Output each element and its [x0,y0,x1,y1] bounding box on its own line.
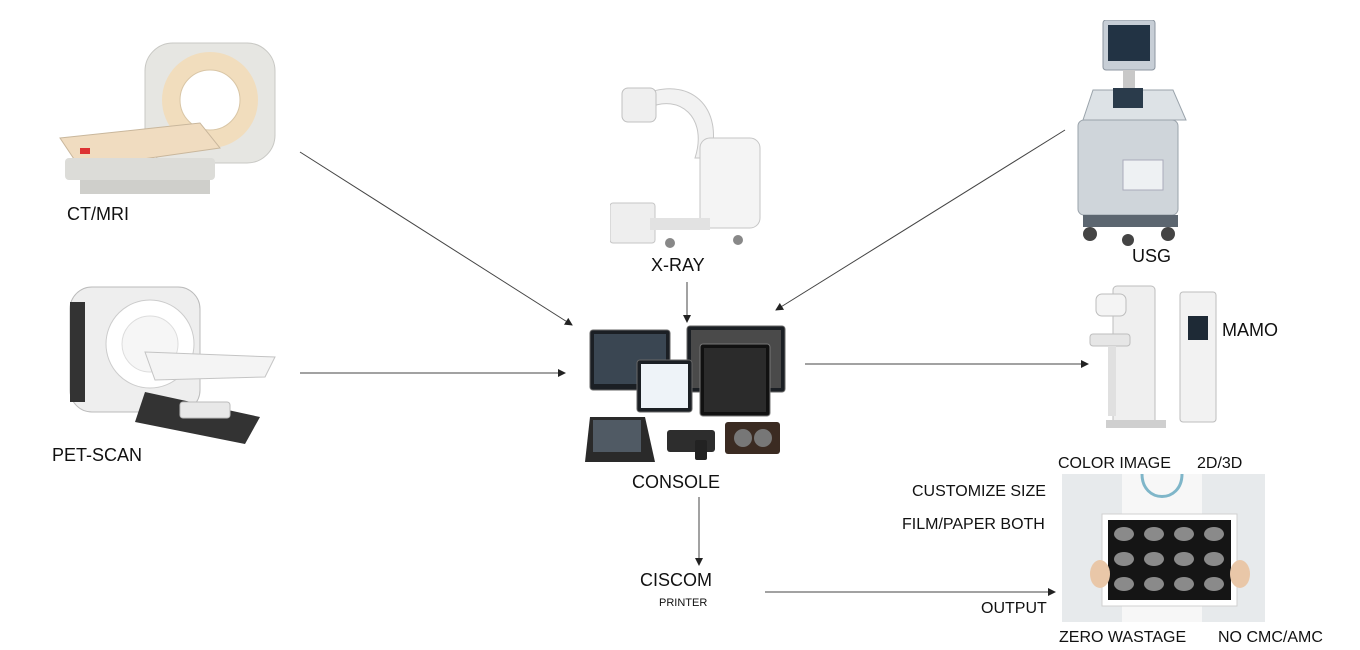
node-label-pet-scan: PET-SCAN [52,445,143,465]
feature-no-cmc-amc: NO CMC/AMC [1218,629,1323,646]
node-label-ct-mri: CT/MRI [67,204,129,224]
ultrasound-machine-icon [1077,20,1187,246]
pet-scanner-icon [69,286,276,444]
feature-customize-size: CUSTOMIZE SIZE [912,483,1046,500]
ct-mri-scanner-icon [59,42,276,194]
node-label-xray: X-RAY [651,255,705,275]
node-label-output: OUTPUT [981,600,1047,617]
c-arm-xray-icon [610,87,761,248]
console-monitors-icon [585,325,786,462]
feature-zero-wastage: ZERO WASTAGE [1059,629,1187,646]
node-label-mamo: MAMO [1222,320,1278,340]
feature-color-image: COLOR IMAGE [1058,455,1171,472]
node-sublabel-printer: PRINTER [659,597,708,609]
arrow-ct-to-console [299,151,573,326]
arrow-usg-to-console [775,129,1066,311]
feature-2d-3d: 2D/3D [1197,455,1243,472]
node-label-console: CONSOLE [632,472,721,492]
node-label-usg: USG [1132,246,1172,266]
doctor-holding-film-icon [1062,474,1265,622]
node-label-ciscom: CISCOM [640,570,712,590]
feature-film-paper: FILM/PAPER BOTH [902,516,1045,533]
mammography-machine-icon [1089,285,1217,428]
